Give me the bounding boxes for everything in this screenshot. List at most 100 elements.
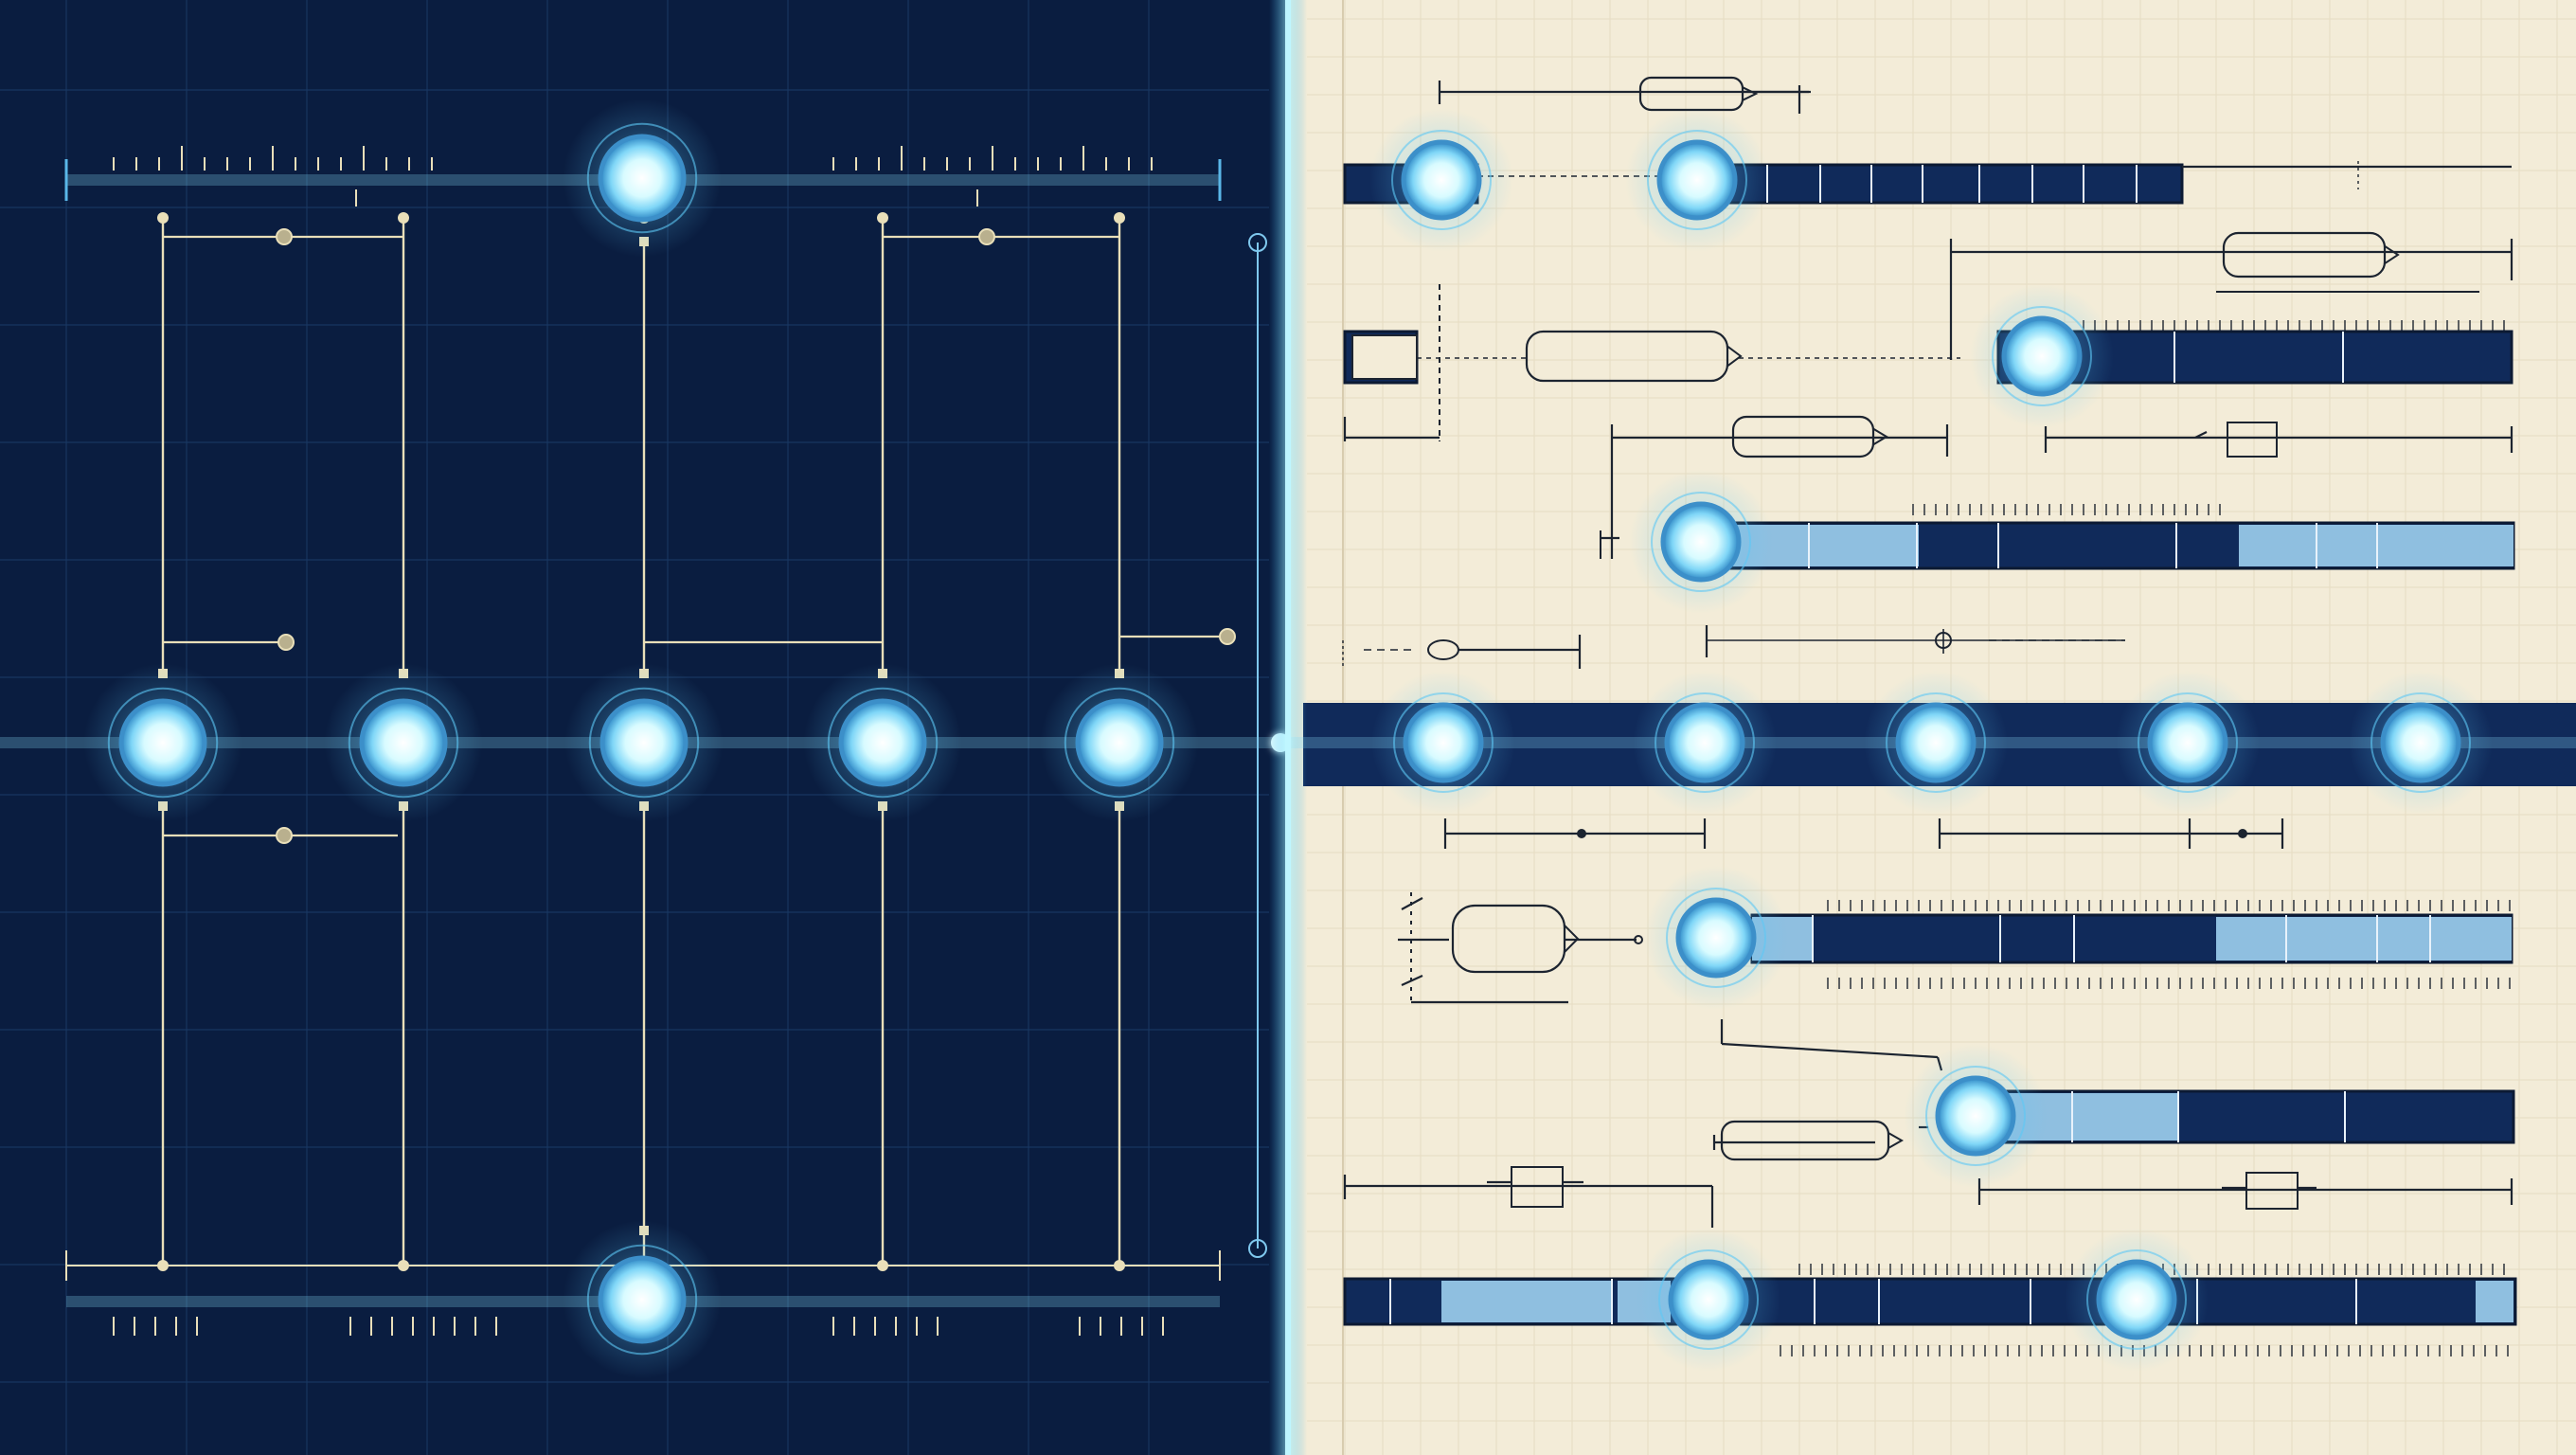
node-ring — [2086, 1249, 2187, 1350]
glowing-node-icon — [1970, 284, 2114, 428]
panel-divider — [1248, 0, 1307, 1455]
schematic-component-icon — [1731, 415, 1888, 458]
node-core — [2147, 702, 2228, 783]
node-core — [2380, 702, 2461, 783]
bar-segment — [2476, 1281, 2513, 1322]
component-lead — [2384, 244, 2400, 265]
junction-dot — [2238, 829, 2247, 838]
glowing-node-icon — [564, 663, 724, 822]
glowing-node-icon — [2349, 671, 2493, 815]
component-lead — [1887, 1132, 1905, 1149]
node-ring — [1655, 692, 1755, 793]
node-ring — [1925, 1066, 2026, 1166]
bar-segment — [1441, 1281, 1612, 1322]
node-ring — [588, 687, 700, 799]
component-lead — [1872, 427, 1888, 446]
node-core — [598, 1255, 687, 1344]
node-ring — [348, 687, 459, 799]
schematic-component-icon — [1511, 1166, 1564, 1208]
node-core — [1895, 702, 1977, 783]
schematic-line — [1401, 974, 1423, 987]
glowing-node-icon — [563, 1220, 722, 1379]
pin-connector-icon — [398, 212, 409, 224]
node-core — [1401, 139, 1482, 221]
pin-connector-icon — [157, 212, 169, 224]
track-bar-5 — [1991, 1089, 2515, 1144]
node-core — [1403, 702, 1484, 783]
glowing-node-icon — [1904, 1044, 2048, 1188]
schematic-component-icon — [1720, 1120, 1905, 1161]
node-ring — [1391, 130, 1492, 230]
node-core — [2096, 1259, 2177, 1340]
node-core — [2001, 315, 2083, 397]
component-lead — [1726, 345, 1743, 368]
node-core — [838, 698, 927, 787]
glowing-node-icon — [2116, 671, 2260, 815]
track-bar-6 — [1343, 1277, 2517, 1326]
component-body — [1720, 1120, 1890, 1161]
node-core — [1935, 1075, 2016, 1157]
node-ring — [1647, 130, 1747, 230]
pin-connector-icon — [877, 212, 888, 224]
schematic-line — [2194, 431, 2208, 439]
node-ring — [1658, 1249, 1759, 1350]
schematic-component-icon — [1525, 330, 1743, 383]
node-core — [599, 698, 689, 787]
glowing-node-icon — [1633, 671, 1777, 815]
glowing-node-icon — [1864, 671, 2008, 815]
left-wiring — [157, 212, 1236, 1271]
glowing-node-icon — [1040, 663, 1199, 822]
node-ring — [586, 122, 698, 234]
glowing-nodes — [83, 99, 2493, 1379]
glowing-node-icon — [803, 663, 962, 822]
node-core — [1656, 139, 1738, 221]
junction-dot — [276, 228, 293, 245]
node-core — [1675, 897, 1757, 979]
track-bar-4 — [1750, 913, 2513, 964]
node-core — [1075, 698, 1164, 787]
node-ring — [1393, 692, 1494, 793]
node-ring — [1651, 492, 1751, 592]
component-body — [2222, 231, 2387, 278]
glowing-node-icon — [83, 663, 242, 822]
node-ring — [2370, 692, 2471, 793]
junction-dot — [1219, 628, 1236, 645]
glowing-node-icon — [1371, 671, 1515, 815]
component-lead — [1742, 86, 1759, 101]
schematic-component-icon — [1935, 632, 1952, 649]
node-ring — [586, 1244, 698, 1356]
glowing-node-icon — [1625, 108, 1769, 252]
junction-dot — [277, 634, 295, 651]
glowing-node-icon — [2065, 1228, 2209, 1372]
glowing-node-icon — [324, 663, 483, 822]
schematic-component-icon — [2222, 231, 2400, 278]
node-core — [598, 134, 687, 223]
node-core — [118, 698, 207, 787]
component-body — [1525, 330, 1729, 383]
track-bar-3 — [1699, 521, 2515, 570]
pin-connector-icon — [1634, 935, 1643, 944]
junction-dot — [1577, 829, 1586, 838]
node-ring — [107, 687, 219, 799]
schematic-line — [1721, 1042, 1939, 1059]
glowing-node-icon — [1369, 108, 1513, 252]
pin-connector-icon — [1114, 212, 1125, 224]
node-ring — [1992, 306, 2092, 406]
node-ring — [1886, 692, 1986, 793]
junction-dot — [978, 228, 995, 245]
node-core — [1668, 1259, 1749, 1340]
glowing-node-icon — [563, 99, 722, 258]
node-ring — [827, 687, 939, 799]
node-ring — [2138, 692, 2238, 793]
schematic-component-icon — [2227, 422, 2278, 458]
schematic-line — [1401, 897, 1423, 910]
bar-segment — [2216, 917, 2512, 961]
schematic-component-icon — [2245, 1172, 2299, 1210]
glowing-node-icon — [1629, 470, 1773, 614]
junction-dot — [276, 827, 293, 844]
schematic-component-icon — [1351, 334, 1418, 380]
node-ring — [1666, 888, 1766, 988]
node-core — [359, 698, 448, 787]
